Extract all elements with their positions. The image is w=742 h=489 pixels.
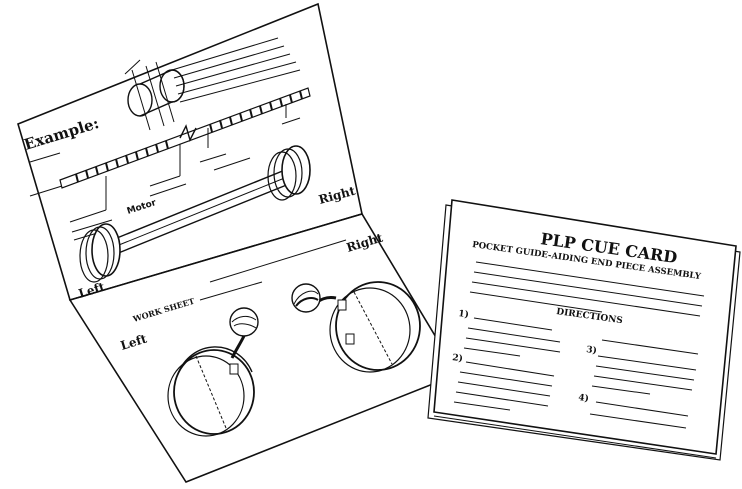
step-4-label: 4) [578, 392, 590, 404]
step-2-label: 2) [452, 352, 464, 364]
step-3-label: 3) [586, 344, 598, 356]
worksheet-folder: Example: [18, 4, 458, 482]
step-1-label: 1) [458, 308, 470, 320]
cue-card: PLP CUE CARD POCKET GUIDE-AIDING END PIE… [428, 200, 740, 460]
